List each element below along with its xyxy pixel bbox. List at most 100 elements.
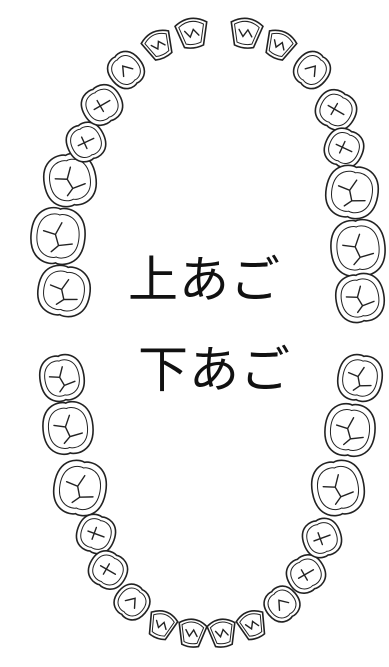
tooth-outline xyxy=(334,272,386,324)
tooth-fissure xyxy=(48,366,76,393)
tooth-fissure xyxy=(297,569,315,581)
tooth-outline xyxy=(230,17,264,49)
tooth-inner-outline xyxy=(43,270,85,312)
tooth-inner-outline xyxy=(331,170,373,214)
tooth-fissure xyxy=(238,28,253,38)
tooth-fissure xyxy=(327,102,345,116)
tooth-outline xyxy=(42,400,94,456)
tooth-inner-outline xyxy=(85,88,119,122)
upper-tooth-16 xyxy=(334,272,386,324)
tooth-inner-outline xyxy=(144,32,170,58)
tooth-inner-outline xyxy=(316,466,360,510)
lower-tooth-7 xyxy=(148,610,179,641)
tooth-fissure xyxy=(93,99,111,113)
tooth-fissure xyxy=(345,285,375,314)
tooth-fissure xyxy=(342,233,375,266)
tooth-inner-outline xyxy=(48,407,88,449)
upper-tooth-3 xyxy=(42,152,98,208)
lower-tooth-9 xyxy=(206,618,236,648)
lower-tooth-8 xyxy=(178,618,208,648)
tooth-inner-outline xyxy=(111,55,141,85)
tooth-outline xyxy=(178,618,208,648)
upper-tooth-10 xyxy=(265,29,298,61)
upper-tooth-6 xyxy=(106,50,146,90)
tooth-fissure xyxy=(54,166,86,197)
tooth-fissure xyxy=(347,366,372,391)
lower-tooth-3 xyxy=(52,459,108,517)
tooth-inner-outline xyxy=(267,589,297,619)
tooth-outline xyxy=(330,218,386,278)
tooth-fissure xyxy=(124,597,136,609)
tooth-inner-outline xyxy=(178,20,205,46)
tooth-inner-outline xyxy=(70,126,102,158)
tooth-inner-outline xyxy=(290,558,322,590)
tooth-inner-outline xyxy=(328,132,360,164)
upper-tooth-12 xyxy=(314,88,358,132)
tooth-fissure xyxy=(214,628,229,639)
tooth-inner-outline xyxy=(80,518,112,550)
tooth-fissure xyxy=(99,563,117,575)
upper-tooth-13 xyxy=(323,127,365,169)
tooth-fissure xyxy=(77,136,95,150)
tooth-outline xyxy=(324,402,376,458)
upper-tooth-5 xyxy=(80,83,124,127)
tooth-outline xyxy=(52,459,108,517)
lower-tooth-2 xyxy=(42,400,94,456)
lower-tooth-6 xyxy=(113,583,151,621)
tooth-inner-outline xyxy=(306,522,338,554)
lower-jaw-label: 下あご xyxy=(138,341,291,399)
tooth-fissure xyxy=(337,179,366,207)
tooth-inner-outline xyxy=(117,587,147,617)
tooth-outline xyxy=(206,618,236,648)
tooth-inner-outline xyxy=(151,613,175,637)
upper-tooth-14 xyxy=(324,164,380,220)
lower-tooth-1 xyxy=(38,353,86,403)
tooth-fissure xyxy=(185,628,198,638)
tooth-fissure xyxy=(313,532,331,546)
tooth-inner-outline xyxy=(181,621,205,645)
tooth-fissure xyxy=(87,526,105,540)
lower-tooth-14 xyxy=(310,459,366,517)
lower-tooth-4 xyxy=(75,513,117,555)
lower-tooth-16 xyxy=(336,353,384,403)
tooth-inner-outline xyxy=(233,20,260,46)
tooth-inner-outline xyxy=(92,554,124,586)
tooth-outline xyxy=(324,164,380,220)
tooth-inner-outline xyxy=(330,409,370,451)
tooth-inner-outline xyxy=(342,359,378,397)
tooth-fissure xyxy=(65,474,94,504)
tooth-inner-outline xyxy=(319,93,353,127)
tooth-outline xyxy=(310,459,366,517)
lower-arch xyxy=(38,353,384,648)
tooth-outline xyxy=(292,50,332,90)
tooth-fissure xyxy=(244,620,260,631)
tooth-fissure xyxy=(150,40,166,51)
tooth-inner-outline xyxy=(268,32,294,58)
tooth-fissure xyxy=(322,474,354,505)
tooth-outline xyxy=(174,17,208,49)
tooth-fissure xyxy=(335,140,353,154)
upper-jaw-label: 上あご xyxy=(128,251,281,309)
tooth-fissure xyxy=(278,599,290,611)
tooth-fissure xyxy=(335,417,364,446)
tooth-outline xyxy=(30,206,86,266)
tooth-inner-outline xyxy=(44,359,80,397)
lower-tooth-11 xyxy=(263,585,301,623)
tooth-fissure xyxy=(121,65,134,78)
tooth-fissure xyxy=(273,39,285,51)
tooth-fissure xyxy=(155,619,167,631)
tooth-fissure xyxy=(304,65,317,78)
tooth-fissure xyxy=(42,222,73,253)
upper-tooth-8 xyxy=(174,17,208,49)
tooth-inner-outline xyxy=(336,225,380,271)
upper-tooth-15 xyxy=(330,218,386,278)
tooth-fissure xyxy=(183,28,200,39)
lower-tooth-10 xyxy=(235,610,266,641)
lower-tooth-15 xyxy=(324,402,376,458)
tooth-outline xyxy=(38,353,86,403)
tooth-fissure xyxy=(53,414,83,445)
tooth-inner-outline xyxy=(297,55,327,85)
tooth-inner-outline xyxy=(209,621,233,645)
